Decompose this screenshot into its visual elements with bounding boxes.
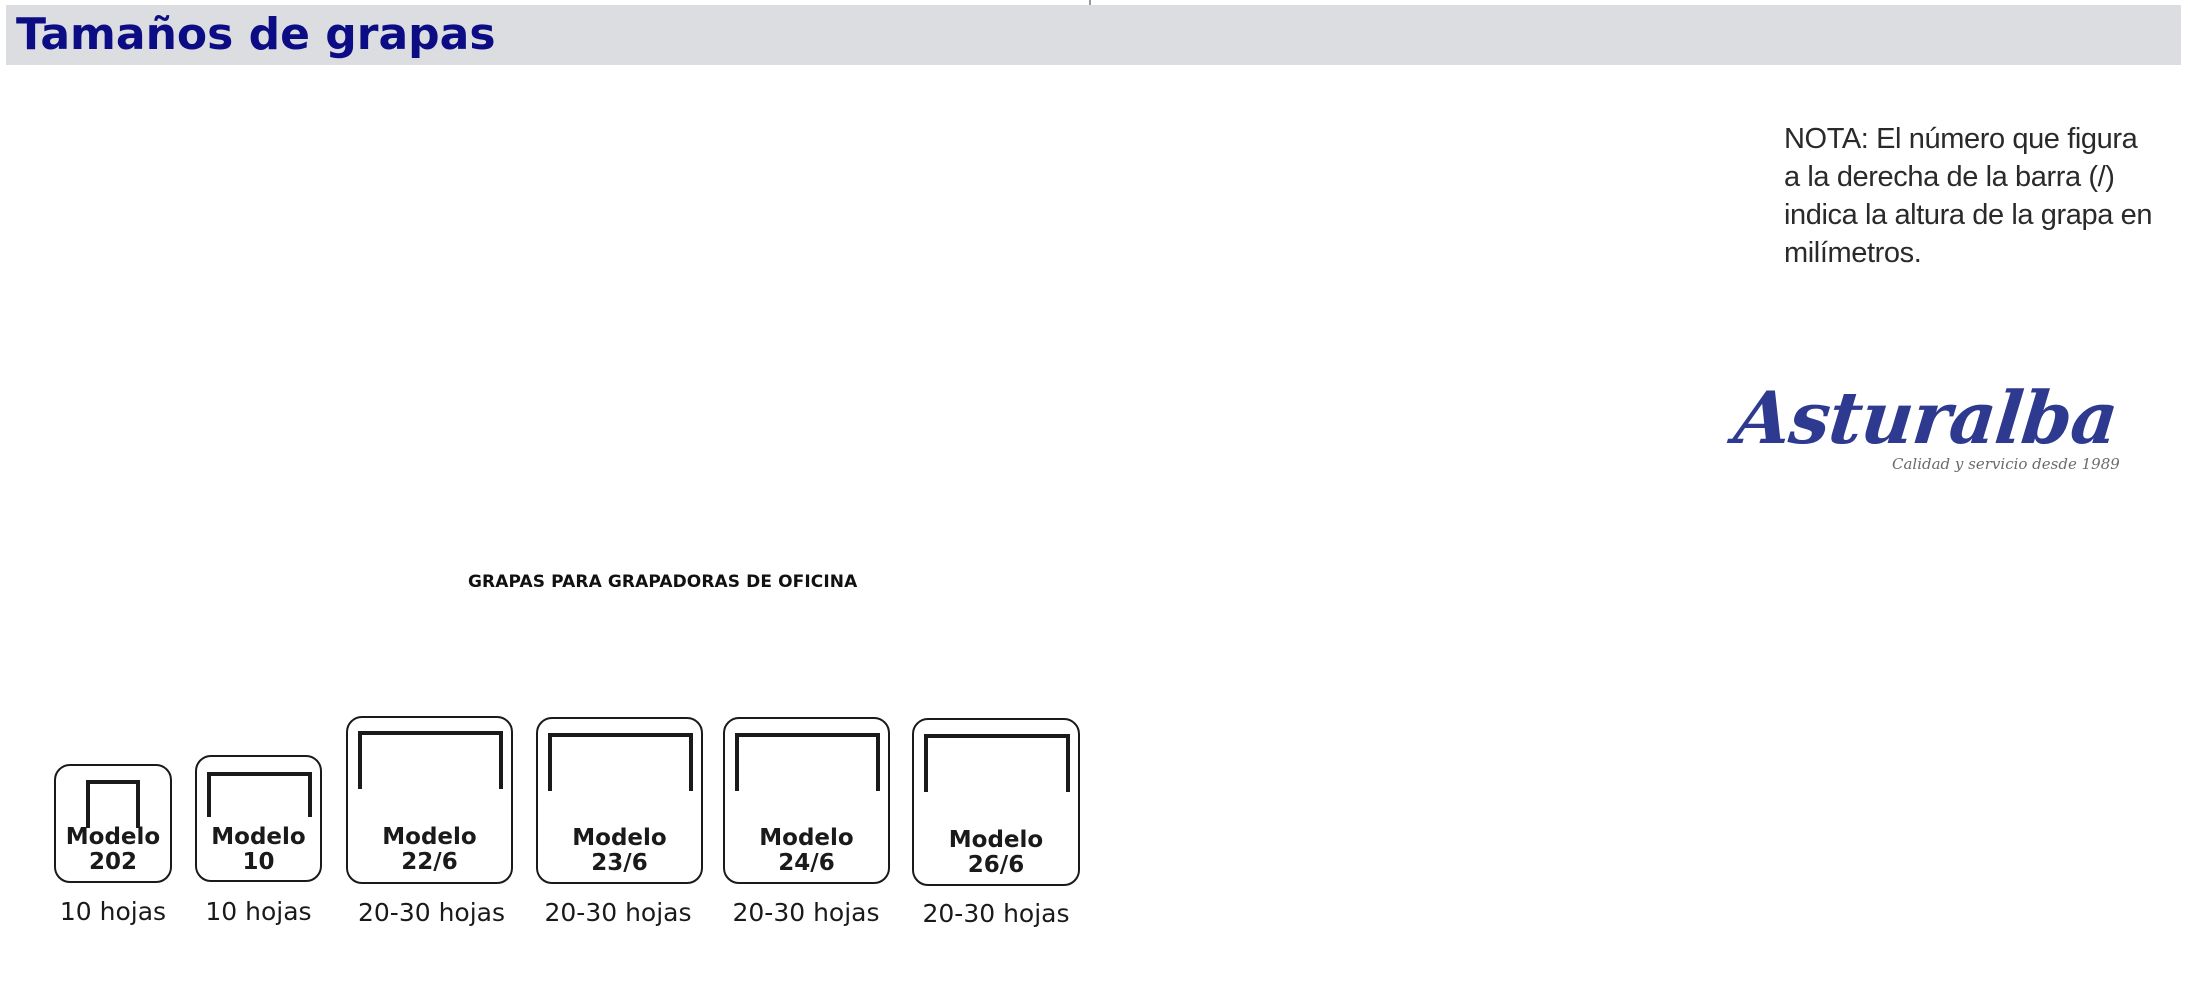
note-line: indica la altura de la grapa en <box>1784 199 2153 231</box>
staple-model-number: 22/6 <box>401 849 458 875</box>
staple-label: Modelo 26/6 <box>914 828 1078 878</box>
staple-label: Modelo 23/6 <box>538 826 701 876</box>
header-bar: Tamaños de grapas <box>6 5 2181 65</box>
staple-23-6-icon <box>548 733 693 791</box>
staple-label: Modelo 22/6 <box>348 825 511 875</box>
staple-card-202: Modelo 202 <box>54 764 172 883</box>
page-divider-tick <box>1089 0 1091 6</box>
logo-slogan: Calidad y servicio desde 1989 <box>1892 455 2120 473</box>
staple-sheets: 20-30 hojas <box>732 898 880 927</box>
staple-model-word: Modelo <box>759 825 854 851</box>
staple-model-word: Modelo <box>382 824 477 850</box>
note-line: milímetros. <box>1784 237 1922 269</box>
logo-name: Asturalba <box>1730 375 2122 460</box>
staple-card-23-6: Modelo 23/6 <box>536 717 703 884</box>
staple-model-number: 10 <box>242 849 275 875</box>
staple-card-10: Modelo 10 <box>195 755 322 882</box>
staple-sheets: 20-30 hojas <box>544 898 692 927</box>
staple-card-26-6: Modelo 26/6 <box>912 718 1080 886</box>
staple-model-word: Modelo <box>65 824 161 850</box>
staple-24-6-icon <box>735 733 880 791</box>
staple-sheets: 20-30 hojas <box>357 898 506 927</box>
staple-202-icon <box>86 780 140 828</box>
staple-model-number: 23/6 <box>591 850 648 876</box>
staple-22-6-icon <box>358 731 503 789</box>
staple-model-word: Modelo <box>948 827 1044 853</box>
staple-sheets: 10 hojas <box>205 897 312 926</box>
note-line: a la derecha de la barra (/) <box>1784 161 2115 193</box>
staple-model-number: 24/6 <box>778 850 835 876</box>
note-text: NOTA: El número que figura a la derecha … <box>1784 120 2164 272</box>
staple-card-22-6: Modelo 22/6 <box>346 716 513 884</box>
section-title: GRAPAS PARA GRAPADORAS DE OFICINA <box>468 572 858 592</box>
staple-model-number: 26/6 <box>967 852 1025 878</box>
staple-sheets: 20-30 hojas <box>922 899 1070 928</box>
staple-model-word: Modelo <box>211 824 306 850</box>
staple-label: Modelo 202 <box>56 825 170 875</box>
staple-label: Modelo 24/6 <box>725 826 888 876</box>
staple-card-24-6: Modelo 24/6 <box>723 717 890 884</box>
staple-model-word: Modelo <box>572 825 667 851</box>
brand-logo: Asturalba Calidad y servicio desde 1989 <box>1731 375 2135 478</box>
note-line: NOTA: El número que figura <box>1784 123 2138 155</box>
staple-26-6-icon <box>924 734 1070 792</box>
staple-label: Modelo 10 <box>197 825 320 875</box>
staple-10-icon <box>207 772 312 817</box>
page-title: Tamaños de grapas <box>16 9 496 60</box>
staple-sheets: 10 hojas <box>59 897 167 926</box>
staple-model-number: 202 <box>88 849 137 875</box>
